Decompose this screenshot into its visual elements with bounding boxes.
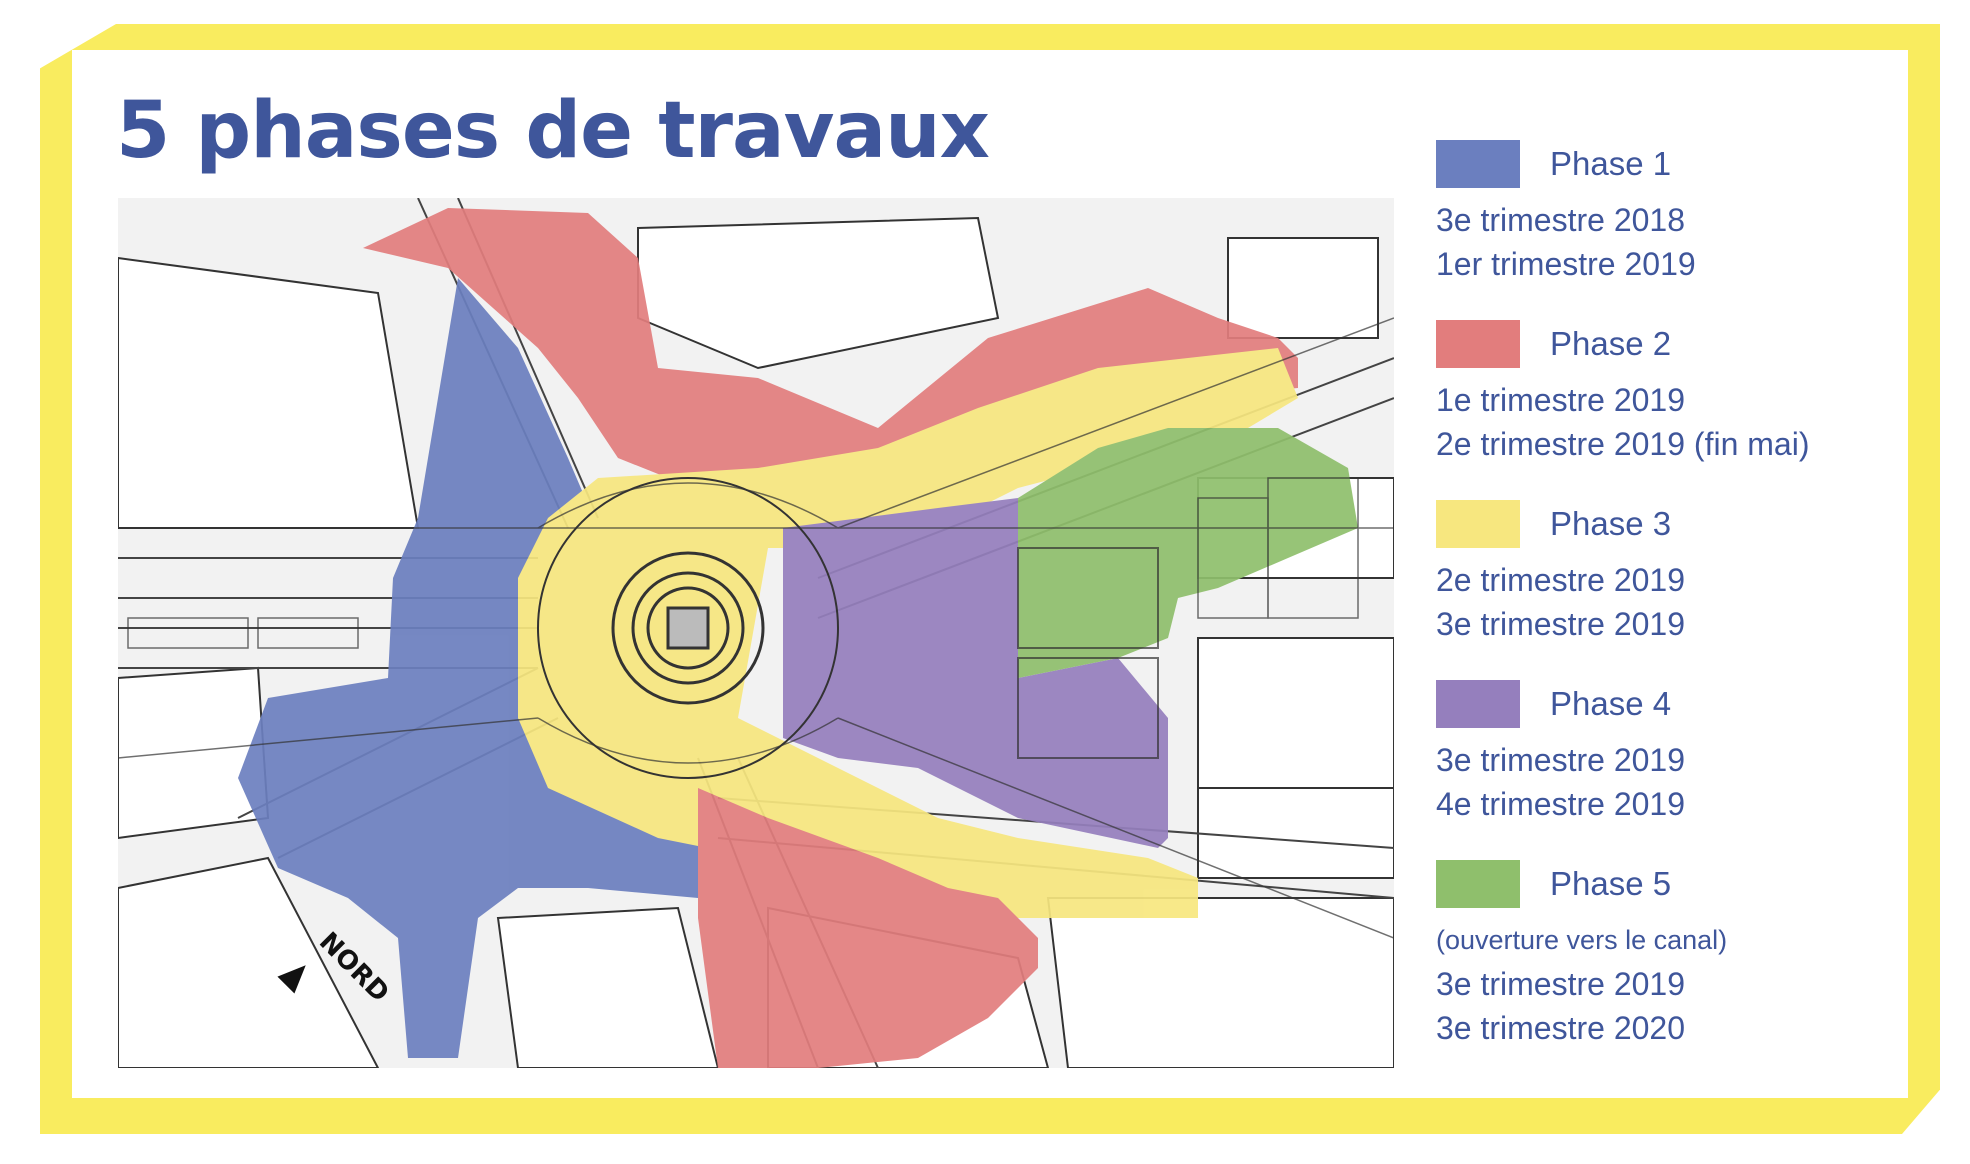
legend-swatch-phase-3 — [1436, 500, 1520, 548]
legend-date-end: 1er trimestre 2019 — [1436, 246, 1696, 282]
legend-phase-4: Phase 4 3e trimestre 2019 4e trimestre 2… — [1436, 680, 1896, 826]
zone-phase-4 — [783, 498, 1168, 848]
legend-date-end: 3e trimestre 2019 — [1436, 606, 1686, 642]
legend-swatch-phase-1 — [1436, 140, 1520, 188]
legend-date-start: 3e trimestre 2019 — [1436, 966, 1686, 1002]
site-plan-svg: NORD — [118, 198, 1394, 1068]
legend-date-start: 1e trimestre 2019 — [1436, 382, 1686, 418]
legend-phase-2: Phase 2 1e trimestre 2019 2e trimestre 2… — [1436, 320, 1896, 466]
legend-name: Phase 5 — [1550, 865, 1672, 902]
legend-phase-3: Phase 3 2e trimestre 2019 3e trimestre 2… — [1436, 500, 1896, 646]
site-plan-map[interactable]: NORD — [118, 198, 1394, 1068]
page-title: 5 phases de travaux — [116, 86, 990, 176]
plan-details — [118, 317, 1394, 939]
zone-phase-2 — [363, 208, 1298, 538]
legend-note: (ouverture vers le canal) — [1436, 925, 1728, 955]
north-arrow-icon — [277, 965, 306, 994]
legend-date-end: 3e trimestre 2020 — [1436, 1010, 1686, 1046]
legend-date-start: 3e trimestre 2018 — [1436, 202, 1686, 238]
legend-date-start: 2e trimestre 2019 — [1436, 562, 1686, 598]
north-marker — [277, 965, 306, 994]
phase-zones — [238, 208, 1358, 1068]
legend-name: Phase 3 — [1550, 505, 1672, 542]
legend-name: Phase 1 — [1550, 145, 1672, 182]
legend-swatch-phase-4 — [1436, 680, 1520, 728]
legend-date-end: 4e trimestre 2019 — [1436, 786, 1686, 822]
zone-phase-2-lower — [698, 788, 1038, 1068]
legend-name: Phase 4 — [1550, 685, 1672, 722]
roundabout — [537, 477, 839, 779]
legend-phase-1: Phase 1 3e trimestre 2018 1er trimestre … — [1436, 140, 1896, 286]
legend-date-end: 2e trimestre 2019 (fin mai) — [1436, 426, 1810, 462]
legend-swatch-phase-5 — [1436, 860, 1520, 908]
legend-name: Phase 2 — [1550, 325, 1672, 362]
phase-legend: Phase 1 3e trimestre 2018 1er trimestre … — [1436, 140, 1896, 1084]
legend-swatch-phase-2 — [1436, 320, 1520, 368]
legend-phase-5: Phase 5 (ouverture vers le canal) 3e tri… — [1436, 860, 1896, 1050]
legend-date-start: 3e trimestre 2019 — [1436, 742, 1686, 778]
zone-phase-1 — [238, 278, 698, 1058]
zone-phase-5 — [1018, 428, 1358, 678]
